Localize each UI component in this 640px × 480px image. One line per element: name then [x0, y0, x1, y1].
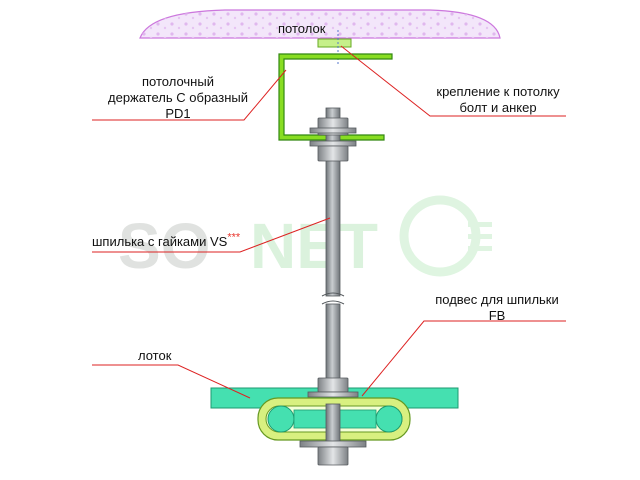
label-bracket-line3: PD1 — [165, 106, 191, 121]
label-tray: лоток — [138, 348, 172, 363]
leader-tray — [92, 364, 251, 399]
ceiling-anchor — [317, 38, 352, 48]
label-anchor: крепление к потолку болт и анкер — [428, 84, 568, 116]
label-anchor-line2: болт и анкер — [459, 100, 537, 115]
threaded-rod-upper — [325, 107, 341, 297]
label-rod-mark: *** — [227, 231, 241, 244]
upper-nut-assembly — [309, 117, 357, 162]
label-bracket-line1: потолочный — [142, 74, 214, 89]
watermark: SO NET — [118, 195, 492, 282]
label-rod: шпилька с гайками VS*** — [92, 231, 241, 250]
tray-upper-nut — [307, 377, 359, 398]
watermark-net: NET — [250, 210, 378, 282]
leader-hanger — [361, 320, 566, 397]
label-hanger: подвес для шпильки FB — [424, 292, 570, 324]
label-anchor-line1: крепление к потолку — [436, 84, 560, 99]
leader-bracket — [92, 69, 287, 121]
label-hanger-line1: подвес для шпильки — [435, 292, 559, 307]
label-ceiling: потолок — [278, 21, 326, 36]
bottom-nut-assembly — [299, 440, 367, 466]
leader-lines — [92, 45, 566, 399]
label-bracket: потолочный держатель С образный PD1 — [108, 74, 248, 122]
label-bracket-line2: держатель С образный — [108, 90, 248, 105]
leader-anchor — [340, 45, 566, 117]
fb-hanger — [257, 397, 411, 445]
c-bracket — [278, 53, 393, 141]
leader-rod — [92, 217, 331, 253]
label-hanger-line2: FB — [488, 308, 506, 323]
label-rod-text: шпилька с гайками VS — [92, 234, 228, 249]
watermark-so: SO — [118, 210, 210, 282]
